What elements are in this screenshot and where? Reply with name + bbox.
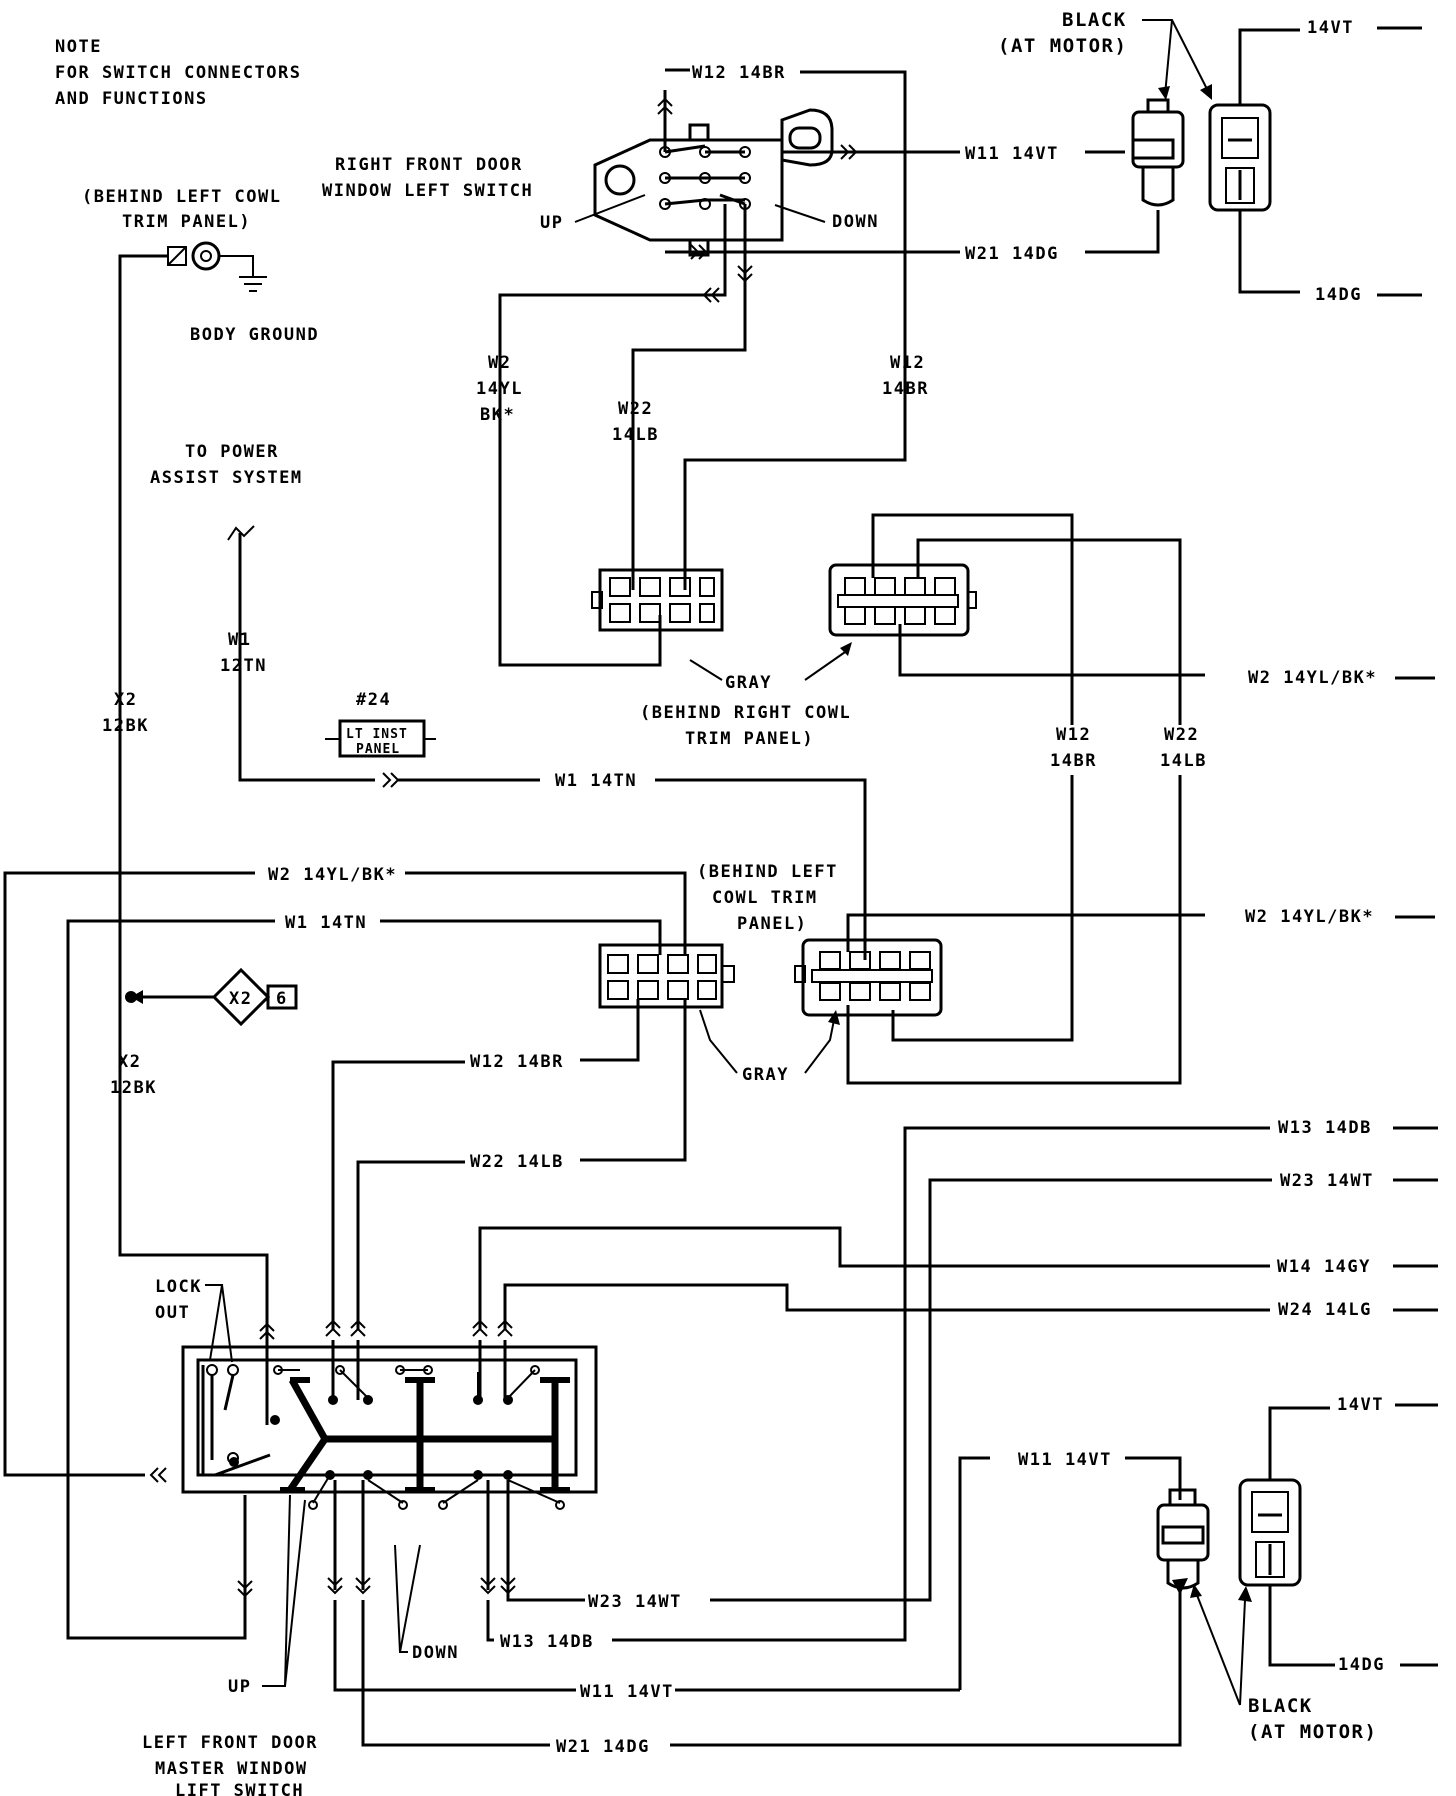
wire-label-w22-mid: W22 14LB [470,1152,564,1172]
fuse-number: #24 [356,690,391,710]
to-power-assist-2: ASSIST SYSTEM [150,468,303,488]
behind-left-cowl-top-2: TRIM PANEL) [122,212,251,232]
rf-switch-label-2: WINDOW LEFT SWITCH [322,181,533,201]
splice-x2-tag [211,967,298,1027]
top-14vt: 14VT [1307,18,1354,38]
w2-stack-3: BK* [480,405,515,425]
fuse-lt-inst-panel [325,719,436,758]
master-switch-caption-3: LIFT SWITCH [175,1781,304,1796]
w1-stack-2: 12TN [220,656,267,676]
wire-label-w2-right-1: W2 14YL/BK* [1248,668,1377,688]
w12-stack-2-top: 14BR [882,379,929,399]
black-at-motor-top-2: (AT MOTOR) [998,35,1127,57]
connector-right-cowl-right [828,563,977,637]
x2-stack-2-bot: 12BK [110,1078,157,1098]
wire-label-w11-top: W11 14VT [965,144,1059,164]
fuse-label-2: PANEL [356,742,400,757]
rf-door-switch [593,108,834,257]
behind-left-cowl-mid-3: PANEL) [737,914,807,934]
behind-left-cowl-top-1: (BEHIND LEFT COWL [82,187,282,207]
wire-label-w23-right: W23 14WT [1280,1171,1374,1191]
behind-left-cowl-mid-1: (BEHIND LEFT [697,862,838,882]
rf-switch-label-1: RIGHT FRONT DOOR [335,155,523,175]
wire-label-w1-14tn: W1 14TN [555,771,637,791]
black-at-motor-bot-2: (AT MOTOR) [1248,1721,1377,1743]
lock-out-1: LOCK [155,1277,202,1297]
wire-label-w12-top: W12 14BR [692,63,786,83]
body-ground-label: BODY GROUND [190,325,319,345]
top-14dg: 14DG [1315,285,1362,305]
note-line-2: FOR SWITCH CONNECTORS [55,63,301,83]
behind-left-cowl-mid-2: COWL TRIM [712,888,818,908]
note-line-3: AND FUNCTIONS [55,89,208,109]
master-switch-caption-2: MASTER WINDOW [155,1759,308,1779]
x2-stack-2-top: 12BK [102,716,149,736]
rf-down-label: DOWN [832,212,879,232]
note-line-1: NOTE [55,37,102,57]
motor-connector-top-male [1208,103,1272,212]
w12-stack-1-mid: W12 [1056,725,1091,745]
behind-right-cowl-2: TRIM PANEL) [685,729,814,749]
wire-label-w12-mid: W12 14BR [470,1052,564,1072]
to-power-assist-1: TO POWER [185,442,279,462]
bot-14dg: 14DG [1338,1655,1385,1675]
rf-up-label: UP [540,213,563,233]
w2-stack-2: 14YL [476,379,523,399]
w22-stack-1-mid: W22 [1164,725,1199,745]
w2-stack-1: W2 [488,353,511,373]
wire-w1-14tn-left [66,919,275,1640]
black-at-motor-top-1: BLACK [1062,9,1127,31]
x2-stack-1-top: X2 [114,690,137,710]
wire-label-w1-left: W1 14TN [285,913,367,933]
wire-label-w14-right: W14 14GY [1277,1257,1371,1277]
wire-label-w24-right: W24 14LG [1278,1300,1372,1320]
master-down-label: DOWN [412,1643,459,1663]
w12-stack-2-mid: 14BR [1050,751,1097,771]
wire-label-w11-bot: W11 14VT [580,1682,674,1702]
wire-label-w21-bot: W21 14DG [556,1737,650,1757]
wire-label-w13-right: W13 14DB [1278,1118,1372,1138]
bot-14vt: 14VT [1337,1395,1384,1415]
motor-connector-bot-male [1238,1478,1302,1587]
gray-left-cowl: GRAY [742,1065,789,1085]
gray-right-cowl: GRAY [725,673,772,693]
body-ground-symbol [167,241,267,292]
w22-stack-1-top: W22 [618,399,653,419]
motor-connector-top-female [1131,98,1185,207]
splice-ref: 6 [276,989,288,1009]
master-window-switch [181,1345,598,1510]
master-switch-caption-1: LEFT FRONT DOOR [142,1733,318,1753]
wire-label-w11-bot-right: W11 14VT [1018,1450,1112,1470]
w12-stack-1-top: W12 [890,353,925,373]
wire-w2-14yl-bk-left [3,871,255,1477]
wire-label-w13-bot: W13 14DB [500,1632,594,1652]
fuse-label-1: LT INST [346,727,408,742]
x2-stack-1-bot: X2 [118,1052,141,1072]
w1-stack-1: W1 [228,630,251,650]
wire-label-w23-bot: W23 14WT [588,1592,682,1612]
behind-right-cowl-1: (BEHIND RIGHT COWL [640,703,851,723]
wire-label-w21-top: W21 14DG [965,244,1059,264]
wire-label-w2-left: W2 14YL/BK* [268,865,397,885]
connector-left-cowl-left [598,943,735,1009]
connector-right-cowl-left [591,568,724,632]
wire-x2-12bk [118,254,269,1340]
black-at-motor-bot-1: BLACK [1248,1695,1313,1717]
wire-label-w2-right-2: W2 14YL/BK* [1245,907,1374,927]
wire-w1-12tn [238,533,375,782]
w22-stack-2-mid: 14LB [1160,751,1207,771]
motor-connector-bot-female [1156,1488,1210,1590]
master-up-label: UP [228,1677,251,1697]
splice-id: X2 [229,989,252,1009]
connector-left-cowl-right [794,938,943,1017]
lock-out-2: OUT [155,1303,190,1323]
w22-stack-2-top: 14LB [612,425,659,445]
